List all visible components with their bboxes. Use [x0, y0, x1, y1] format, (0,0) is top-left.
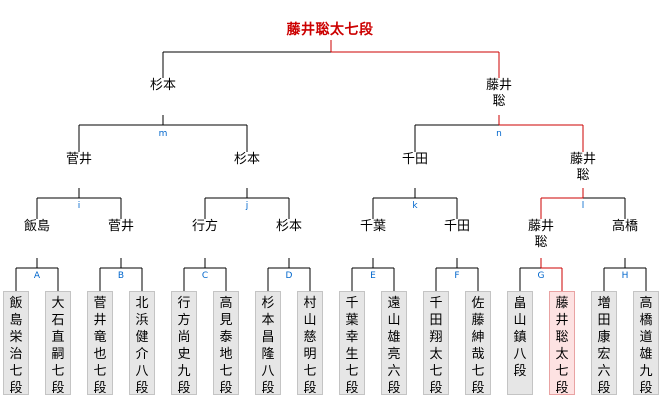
player-box: 大石直嗣七段	[45, 291, 71, 396]
round2-winner-i: 菅井	[66, 152, 93, 167]
match-label-f: F	[454, 271, 460, 281]
player-box: 佐藤紳哉七段	[465, 291, 491, 396]
player-box: 遠山雄亮六段	[381, 291, 407, 396]
champion-title: 藤井聡太七段	[286, 22, 374, 38]
round1-winner-f: 千田	[444, 219, 471, 234]
round2-winner-k: 千田	[402, 152, 429, 167]
player-box: 飯島栄治七段	[3, 291, 29, 396]
round1-winner-c: 行方	[192, 219, 219, 234]
player-box: 千田翔太七段	[423, 291, 449, 396]
player-box: 畠山 鎮八段	[507, 291, 540, 395]
match-label-h: H	[621, 271, 629, 281]
match-label-m: m	[158, 129, 168, 139]
round1-winner-d: 杉本	[276, 219, 303, 234]
semifinal-winner-m: 杉本	[150, 78, 177, 93]
match-label-e: E	[370, 271, 376, 281]
round1-winner-b: 菅井	[108, 219, 135, 234]
round1-winner-g: 藤井聡	[528, 219, 555, 250]
match-label-d: D	[285, 271, 293, 281]
player-box: 高見泰地七段	[213, 291, 239, 396]
player-box: 増田康宏六段	[591, 291, 617, 396]
round1-winner-h: 高橋	[612, 219, 639, 234]
player-box: 千葉幸生七段	[339, 291, 365, 396]
player-box: 行方尚史九段	[171, 291, 197, 396]
match-label-n: n	[496, 129, 502, 139]
player-box: 菅井竜也七段	[87, 291, 113, 396]
semifinal-winner-n: 藤井聡	[486, 78, 513, 109]
round1-winner-a: 飯島	[24, 219, 51, 234]
player-box: 杉本昌隆八段	[255, 291, 281, 396]
player-box: 北浜健介八段	[129, 291, 155, 396]
match-label-c: C	[201, 271, 209, 281]
round1-winner-e: 千葉	[360, 219, 387, 234]
match-label-l: l	[581, 201, 585, 211]
round2-winner-j: 杉本	[234, 152, 261, 167]
match-label-i: i	[77, 201, 81, 211]
match-label-j: j	[245, 201, 249, 211]
match-label-b: B	[117, 271, 125, 281]
player-box-winner: 藤井聡太七段	[549, 291, 575, 396]
match-label-a: A	[33, 271, 41, 281]
round2-winner-l: 藤井聡	[570, 152, 597, 183]
match-label-g: G	[537, 271, 545, 281]
match-label-k: k	[412, 201, 418, 211]
player-box: 村山慈明七段	[297, 291, 323, 396]
player-box: 高橋道雄九段	[633, 291, 659, 396]
